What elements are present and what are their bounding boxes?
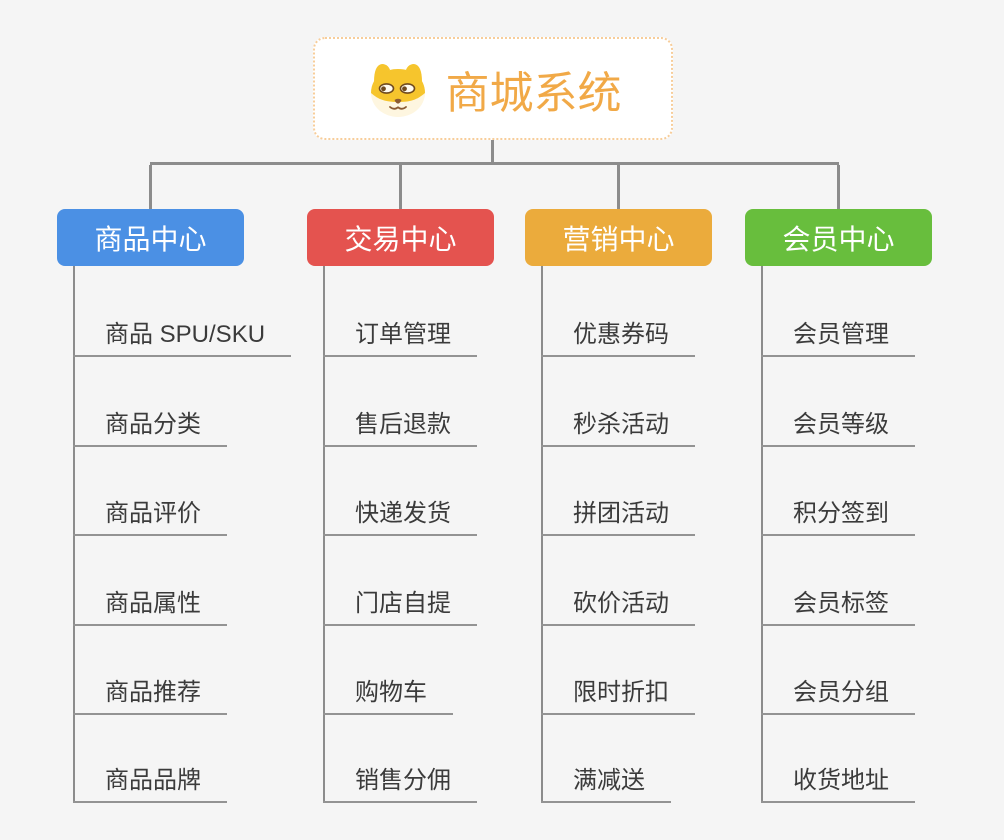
- child-node-coupon-codes[interactable]: 优惠券码: [541, 311, 695, 357]
- branch-product-center: 商品中心 商品 SPU/SKU 商品分类 商品评价 商品属性 商品推荐 商品品牌: [57, 0, 317, 840]
- child-node-limited-time-discount[interactable]: 限时折扣: [541, 669, 695, 715]
- branch-node-member-center[interactable]: 会员中心: [745, 209, 932, 266]
- child-node-product-attribute[interactable]: 商品属性: [73, 580, 227, 626]
- child-node-aftersale-refund[interactable]: 售后退款: [323, 401, 477, 447]
- connector-drop: [617, 165, 620, 209]
- child-node-store-pickup[interactable]: 门店自提: [323, 580, 477, 626]
- child-node-order-management[interactable]: 订单管理: [323, 311, 477, 357]
- branch-member-center: 会员中心 会员管理 会员等级 积分签到 会员标签 会员分组 收货地址: [745, 0, 1004, 840]
- root-title: 商城系统: [445, 68, 622, 118]
- child-node-product-category[interactable]: 商品分类: [73, 401, 227, 447]
- branch-marketing-center: 营销中心 优惠券码 秒杀活动 拼团活动 砍价活动 限时折扣 满减送: [525, 0, 785, 840]
- child-node-shopping-cart[interactable]: 购物车: [323, 669, 453, 715]
- child-node-product-review[interactable]: 商品评价: [73, 490, 227, 536]
- child-node-member-level[interactable]: 会员等级: [761, 401, 915, 447]
- branch-label: 商品中心: [94, 223, 207, 255]
- child-node-member-groups[interactable]: 会员分组: [761, 669, 915, 715]
- child-node-product-recommend[interactable]: 商品推荐: [73, 669, 227, 715]
- child-node-flash-sale[interactable]: 秒杀活动: [541, 401, 695, 447]
- branch-trade-center: 交易中心 订单管理 售后退款 快递发货 门店自提 购物车 销售分佣: [307, 0, 567, 840]
- child-node-full-reduction[interactable]: 满减送: [541, 757, 671, 803]
- child-node-express-delivery[interactable]: 快递发货: [323, 490, 477, 536]
- child-node-bargain-activity[interactable]: 砍价活动: [541, 580, 695, 626]
- connector-bus: [150, 162, 839, 165]
- child-node-member-tags[interactable]: 会员标签: [761, 580, 915, 626]
- connector-drop: [149, 165, 152, 209]
- child-node-product-spu-sku[interactable]: 商品 SPU/SKU: [73, 311, 292, 357]
- branch-label: 交易中心: [344, 223, 457, 255]
- child-node-member-management[interactable]: 会员管理: [761, 311, 915, 357]
- connector-drop: [837, 165, 840, 209]
- child-node-group-buy[interactable]: 拼团活动: [541, 490, 695, 536]
- branch-label: 会员中心: [782, 223, 895, 255]
- branch-node-product-center[interactable]: 商品中心: [57, 209, 244, 266]
- connector-root-drop: [491, 140, 494, 165]
- branch-node-trade-center[interactable]: 交易中心: [307, 209, 494, 266]
- child-node-shipping-address[interactable]: 收货地址: [761, 757, 915, 803]
- child-node-sales-commission[interactable]: 销售分佣: [323, 757, 477, 803]
- dog-icon: [370, 63, 425, 117]
- child-node-product-brand[interactable]: 商品品牌: [73, 757, 227, 803]
- branch-label: 营销中心: [562, 223, 675, 255]
- connector-drop: [399, 165, 402, 209]
- branch-node-marketing-center[interactable]: 营销中心: [525, 209, 712, 266]
- root-node-mall-system[interactable]: 商城系统: [313, 37, 673, 140]
- child-node-points-checkin[interactable]: 积分签到: [761, 490, 915, 536]
